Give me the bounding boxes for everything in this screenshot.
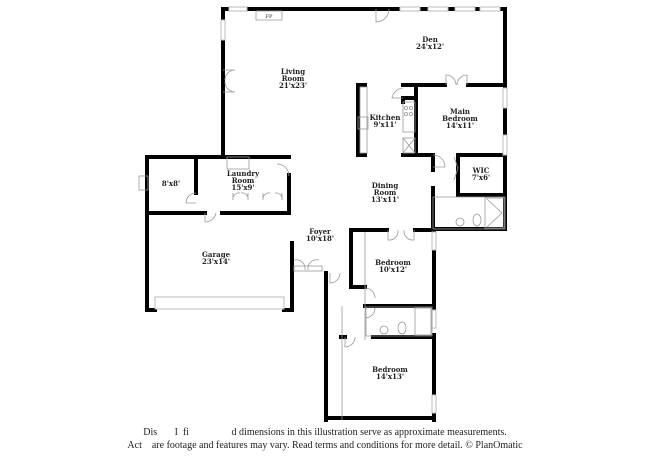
disclaimer-line-2: Act are footage and features may vary. R… xyxy=(127,440,523,451)
room-wic: WIC 7'x6' xyxy=(472,166,490,182)
room-bedroom-2: Bedroom 10'x12' xyxy=(375,258,411,274)
svg-text:23'x14': 23'x14' xyxy=(202,257,230,266)
svg-text:15'x9': 15'x9' xyxy=(231,183,254,192)
svg-text:21'x23': 21'x23' xyxy=(279,81,307,90)
svg-text:Foyer: Foyer xyxy=(309,227,331,236)
svg-text:Main: Main xyxy=(450,107,470,116)
room-storage: 8'x8' xyxy=(162,179,180,188)
svg-text:Room: Room xyxy=(374,188,397,197)
svg-text:Laundry: Laundry xyxy=(227,169,260,178)
svg-text:Bedroom: Bedroom xyxy=(375,258,411,267)
svg-text:Bedroom: Bedroom xyxy=(442,114,478,123)
svg-text:13'x11': 13'x11' xyxy=(371,195,399,204)
svg-text:14'x13': 14'x13' xyxy=(376,372,404,381)
svg-text:Kitchen: Kitchen xyxy=(370,113,401,122)
svg-text:24'x12': 24'x12' xyxy=(416,42,444,51)
svg-text:Dining: Dining xyxy=(372,181,399,190)
room-dining: Dining Room 13'x11' xyxy=(371,181,399,204)
room-den: Den 24'x12' xyxy=(416,35,444,51)
room-bedroom-3: Bedroom 14'x13' xyxy=(372,365,408,381)
svg-text:9'x11': 9'x11' xyxy=(373,120,396,129)
fireplace-label: FP xyxy=(266,14,273,20)
room-living: Living Room 21'x23' xyxy=(279,67,307,90)
svg-text:10'x12': 10'x12' xyxy=(379,265,407,274)
svg-text:7'x6': 7'x6' xyxy=(472,173,490,182)
svg-text:14'x11': 14'x11' xyxy=(446,121,474,130)
walls xyxy=(145,7,507,422)
room-garage: Garage 23'x14' xyxy=(202,250,231,266)
svg-text:Room: Room xyxy=(232,176,255,185)
thin-lines xyxy=(138,86,506,420)
room-kitchen: Kitchen 9'x11' xyxy=(370,113,401,129)
windows xyxy=(154,6,508,414)
svg-text:Garage: Garage xyxy=(202,250,231,259)
room-laundry: Laundry Room 15'x9' xyxy=(227,169,260,192)
room-foyer: Foyer 10'x18' xyxy=(306,227,334,243)
svg-text:Room: Room xyxy=(282,74,305,83)
room-main-bedroom: Main Bedroom 14'x11' xyxy=(442,107,478,130)
svg-text:10'x18': 10'x18' xyxy=(306,234,334,243)
svg-text:Living: Living xyxy=(281,67,305,76)
svg-text:Bedroom: Bedroom xyxy=(372,365,408,374)
room-labels: Living Room 21'x23' Den 24'x12' Kitchen … xyxy=(162,35,490,381)
fireplace: FP xyxy=(255,10,283,21)
svg-text:WIC: WIC xyxy=(472,166,490,175)
doors xyxy=(185,8,468,348)
disclaimer-line-1: Dis I fi d dimensions in this illustrati… xyxy=(143,427,507,438)
svg-text:Den: Den xyxy=(422,35,438,44)
svg-text:8'x8': 8'x8' xyxy=(162,179,180,188)
